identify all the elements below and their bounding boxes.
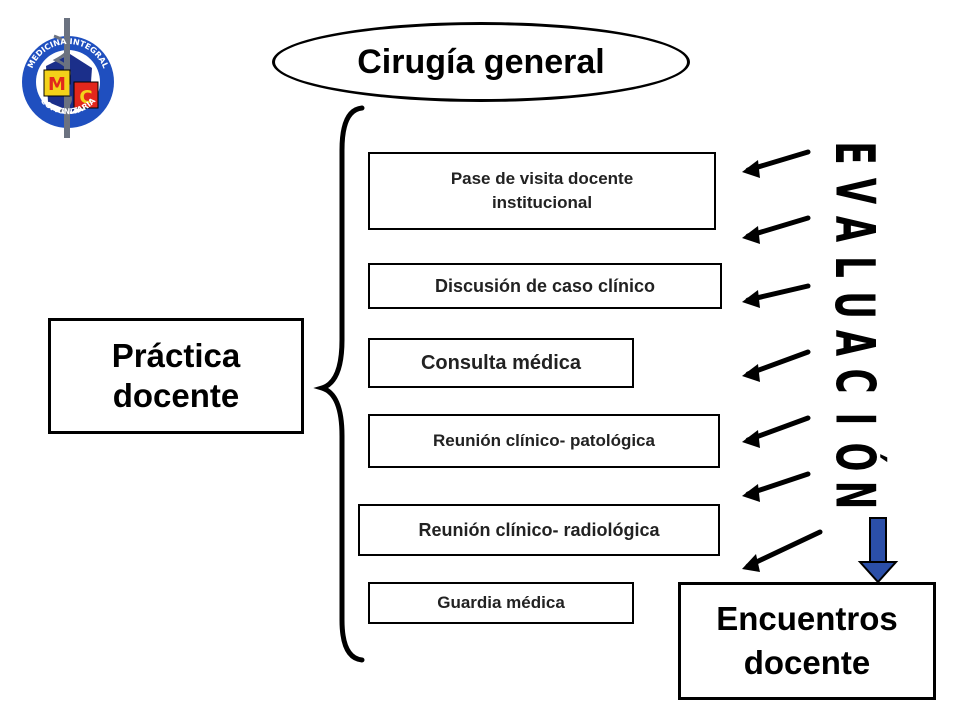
logo-monogram-c: C (79, 87, 92, 108)
activity-label: Reunión clínico- patológica (433, 431, 655, 450)
evaluation-letter: I (822, 412, 886, 426)
evaluacion-vertical-text: E V A L U A C I Ó N (818, 134, 890, 514)
evaluation-letter: N (822, 480, 886, 510)
evaluation-letter: C (821, 368, 886, 394)
mic-logo: M I C MEDICINA INTEGRAL COMUNITARIA (12, 16, 124, 140)
evaluation-letter: A (821, 215, 886, 243)
left-brace (313, 105, 365, 663)
practica-docente-box: Práctica docente (48, 318, 304, 434)
practica-line-2: docente (112, 377, 240, 414)
activity-label-line-2: institucional (491, 193, 593, 212)
activity-box-pase-de-visita: Pase de visita docente institucional (368, 152, 716, 230)
activity-box-guardia: Guardia médica (368, 582, 634, 624)
evaluation-letter: Ó (822, 442, 886, 472)
activity-label: Guardia médica (437, 593, 565, 612)
evaluation-letter: L (821, 256, 886, 278)
evaluation-letter: V (821, 177, 886, 205)
title-oval: Cirugía general (272, 22, 690, 102)
activity-box-consulta: Consulta médica (368, 338, 634, 388)
evaluation-arrow-7 (745, 529, 823, 569)
logo-monogram-m: M (48, 74, 66, 95)
evaluation-letter: A (821, 329, 886, 357)
down-arrow (857, 517, 899, 584)
activity-label: Pase de visita docente (450, 169, 634, 188)
encuentros-line-2: docente (743, 644, 871, 681)
activity-label: Discusión de caso clínico (434, 275, 656, 296)
encuentros-docente-box: Encuentros docente (678, 582, 936, 700)
page-title: Cirugía general (357, 42, 605, 81)
evaluation-letter: U (821, 291, 886, 319)
activity-label: Consulta médica (420, 351, 582, 374)
evaluation-letter: E (821, 141, 886, 165)
encuentros-line-1: Encuentros (716, 600, 898, 637)
activity-label: Reunión clínico- radiológica (418, 519, 660, 540)
activity-box-reunion-patologica: Reunión clínico- patológica (368, 414, 720, 468)
activity-box-reunion-radiologica: Reunión clínico- radiológica (358, 504, 720, 556)
logo-monogram-i: I (68, 81, 74, 100)
activity-box-discusion-caso: Discusión de caso clínico (368, 263, 722, 309)
practica-line-1: Práctica (111, 337, 241, 374)
